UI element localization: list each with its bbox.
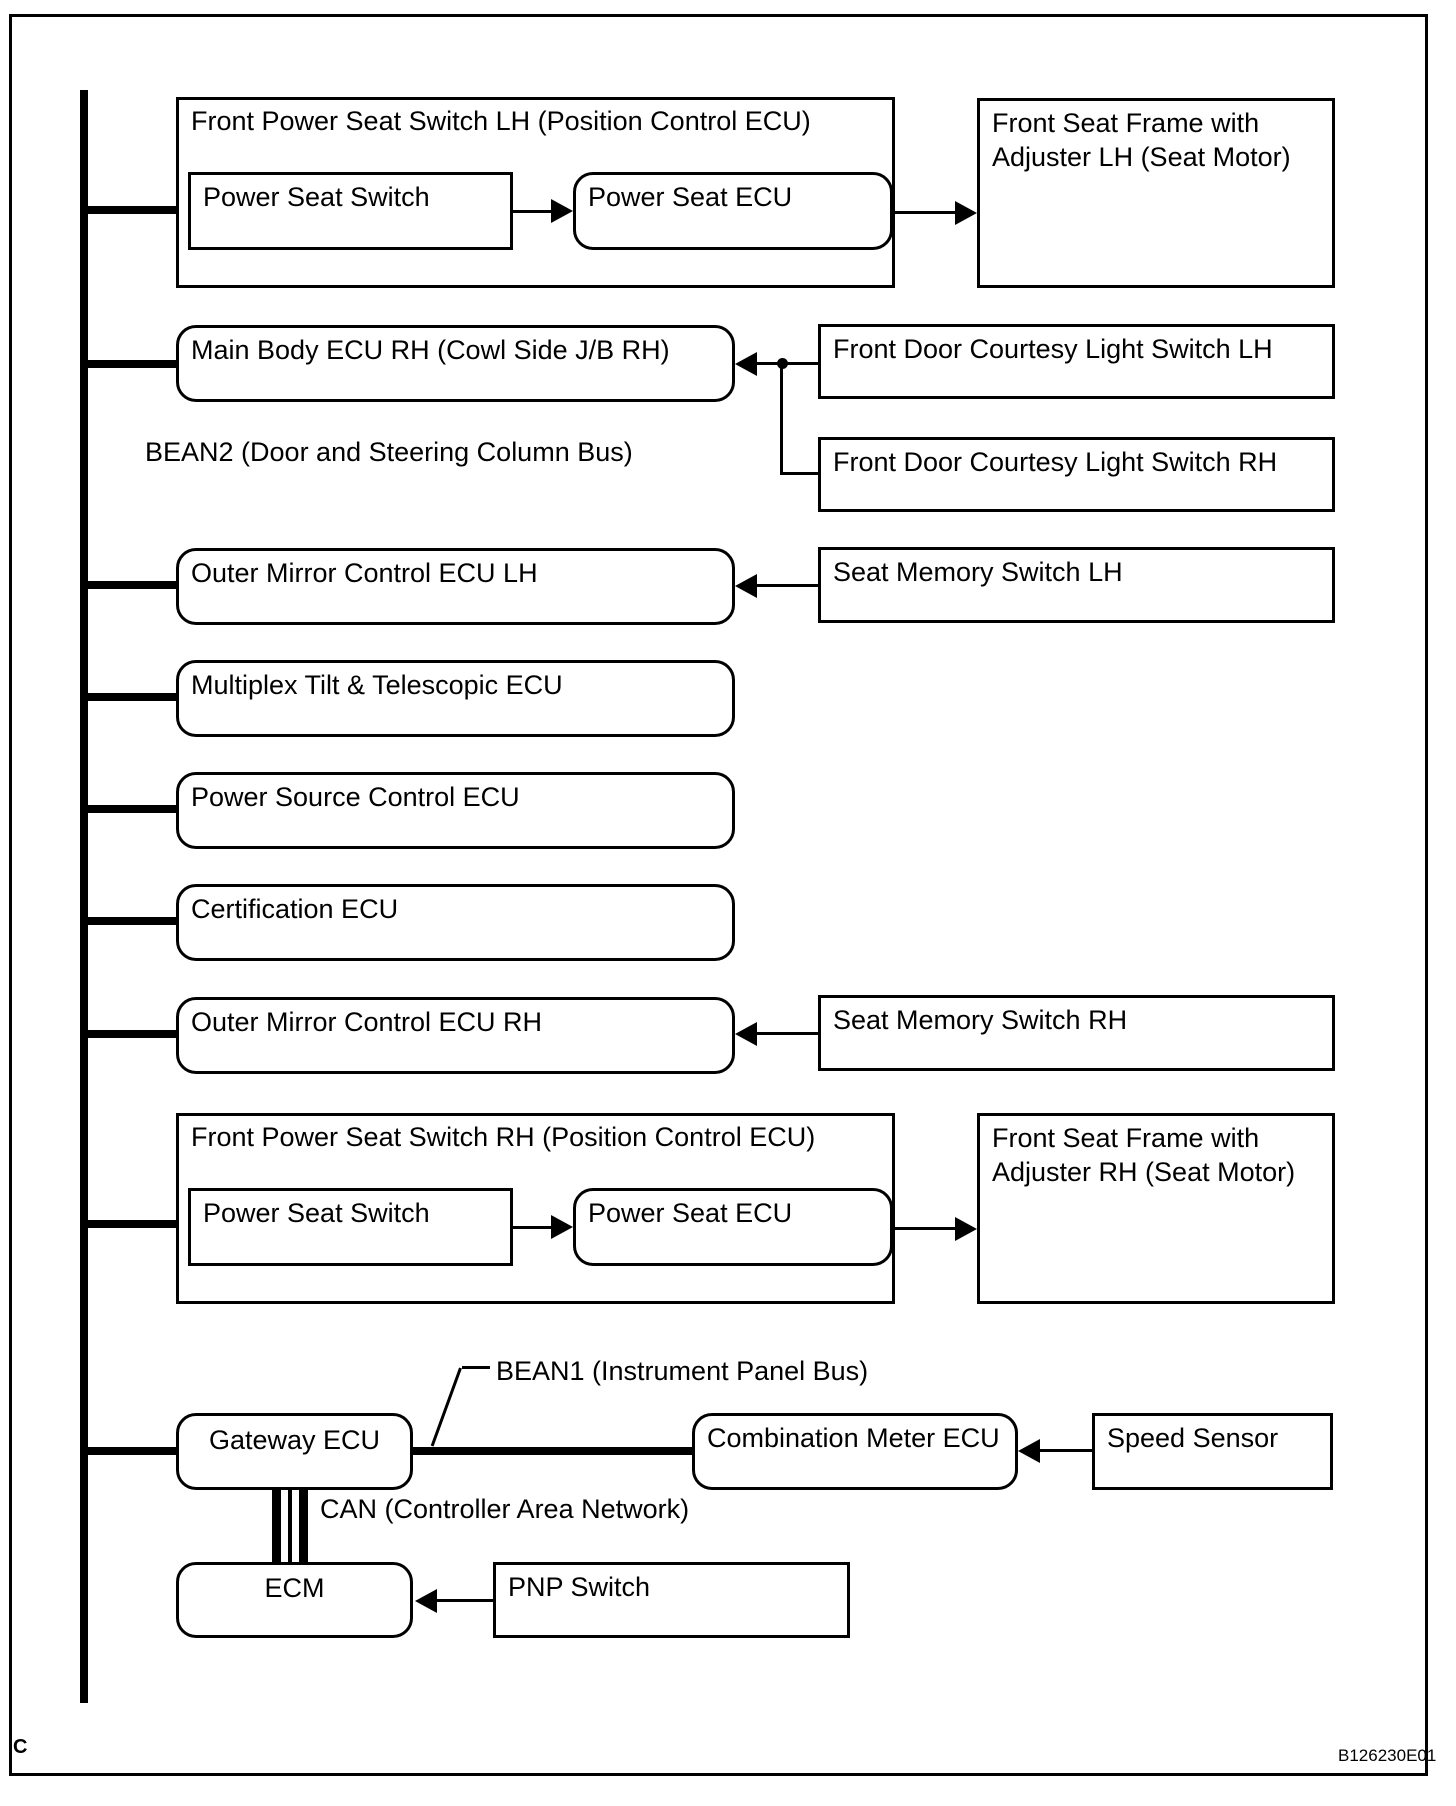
bus-stub-gateway	[84, 1447, 176, 1455]
box-gateway-ecu: Gateway ECU	[176, 1413, 413, 1490]
arrow-line-lh-to-seat-frame	[895, 211, 957, 214]
box-power-seat-switch-lh: Power Seat Switch	[188, 172, 513, 250]
box-front-seat-frame-lh: Front Seat Frame with Adjuster LH (Seat …	[977, 98, 1335, 288]
arrow-line-memory-lh-to-mirror	[757, 584, 818, 587]
bus-main-vertical	[80, 90, 88, 1703]
label-front-seat-frame-lh-line2: Adjuster LH (Seat Motor)	[992, 141, 1291, 172]
bus-stub-multiplex	[84, 693, 176, 701]
label-certification-ecu: Certification ECU	[191, 894, 399, 924]
label-front-seat-frame-rh-line2: Adjuster RH (Seat Motor)	[992, 1156, 1296, 1187]
arrowhead-memory-rh-to-mirror	[735, 1022, 757, 1046]
box-outer-mirror-control-ecu-lh: Outer Mirror Control ECU LH	[176, 548, 735, 625]
connector-vertical-courtesy-rh	[780, 364, 783, 475]
box-seat-memory-switch-lh: Seat Memory Switch LH	[818, 547, 1335, 623]
box-power-seat-ecu-rh: Power Seat ECU	[573, 1188, 893, 1266]
bus-stub-power-source	[84, 805, 176, 813]
arrow-line-pnp-to-ecm	[437, 1599, 493, 1602]
label-front-seat-frame-rh-line1: Front Seat Frame with	[992, 1123, 1260, 1153]
label-main-body-ecu-rh: Main Body ECU RH (Cowl Side J/B RH)	[191, 335, 670, 365]
bus-stub-main-body	[84, 360, 176, 368]
box-certification-ecu: Certification ECU	[176, 884, 735, 961]
box-speed-sensor: Speed Sensor	[1092, 1413, 1333, 1490]
arrowhead-rh-switch-to-ecu	[551, 1215, 573, 1239]
arrow-line-speed-sensor-to-meter	[1040, 1449, 1092, 1452]
arrowhead-memory-lh-to-mirror	[735, 574, 757, 598]
box-front-door-courtesy-light-switch-rh: Front Door Courtesy Light Switch RH	[818, 437, 1335, 512]
label-pnp-switch: PNP Switch	[508, 1572, 651, 1602]
label-power-seat-switch-rh: Power Seat Switch	[203, 1198, 430, 1228]
box-main-body-ecu-rh: Main Body ECU RH (Cowl Side J/B RH)	[176, 325, 735, 402]
bus-bean1-horizontal	[413, 1447, 692, 1455]
label-outer-mirror-ecu-rh: Outer Mirror Control ECU RH	[191, 1007, 543, 1037]
arrowhead-pnp-to-ecm	[415, 1589, 437, 1613]
bus-stub-rh-seat	[84, 1220, 176, 1228]
label-seat-memory-switch-lh: Seat Memory Switch LH	[833, 557, 1123, 587]
box-multiplex-tilt-telescopic-ecu: Multiplex Tilt & Telescopic ECU	[176, 660, 735, 737]
label-speed-sensor: Speed Sensor	[1107, 1423, 1279, 1453]
label-multiplex-tilt-telescopic-ecu: Multiplex Tilt & Telescopic ECU	[191, 670, 563, 700]
arrow-line-lh-switch-to-ecu	[513, 210, 555, 213]
connector-horizontal-courtesy-rh	[780, 472, 818, 475]
page-border	[9, 14, 1428, 1776]
arrowhead-rh-to-seat-frame	[955, 1217, 977, 1241]
arrowhead-courtesy-to-main-body	[735, 352, 757, 376]
box-front-seat-frame-rh: Front Seat Frame with Adjuster RH (Seat …	[977, 1113, 1335, 1304]
arrow-line-memory-rh-to-mirror	[757, 1032, 818, 1035]
box-front-door-courtesy-light-switch-lh: Front Door Courtesy Light Switch LH	[818, 324, 1335, 399]
junction-dot-courtesy	[777, 358, 788, 369]
label-can-bus: CAN (Controller Area Network)	[320, 1494, 690, 1524]
box-pnp-switch: PNP Switch	[493, 1562, 850, 1638]
label-power-seat-switch-lh: Power Seat Switch	[203, 182, 430, 212]
label-front-power-seat-switch-lh: Front Power Seat Switch LH (Position Con…	[191, 106, 811, 136]
arrowhead-speed-sensor-to-meter	[1018, 1439, 1040, 1463]
bus-stub-mirror-lh	[84, 581, 176, 589]
box-outer-mirror-control-ecu-rh: Outer Mirror Control ECU RH	[176, 997, 735, 1074]
bus-can-line-1	[272, 1490, 281, 1562]
label-front-seat-frame-lh-line1: Front Seat Frame with	[992, 108, 1260, 138]
box-power-seat-switch-rh: Power Seat Switch	[188, 1188, 513, 1266]
label-courtesy-light-switch-rh: Front Door Courtesy Light Switch RH	[833, 447, 1278, 477]
label-combination-meter-ecu: Combination Meter ECU	[707, 1423, 1000, 1453]
label-power-seat-ecu-lh: Power Seat ECU	[588, 182, 793, 212]
label-power-source-control-ecu: Power Source Control ECU	[191, 782, 520, 812]
label-power-seat-ecu-rh: Power Seat ECU	[588, 1198, 793, 1228]
arrowhead-lh-switch-to-ecu	[551, 199, 573, 223]
bus-stub-certification	[84, 917, 176, 925]
figure-code: B126230E01	[1338, 1746, 1437, 1765]
label-bean1-bus: BEAN1 (Instrument Panel Bus)	[496, 1356, 869, 1386]
label-courtesy-light-switch-lh: Front Door Courtesy Light Switch LH	[833, 334, 1273, 364]
label-outer-mirror-ecu-lh: Outer Mirror Control ECU LH	[191, 558, 538, 588]
label-gateway-ecu: Gateway ECU	[208, 1425, 381, 1455]
bus-stub-lh-seat	[84, 206, 176, 214]
box-seat-memory-switch-rh: Seat Memory Switch RH	[818, 995, 1335, 1071]
arrow-line-rh-to-seat-frame	[895, 1227, 957, 1230]
label-bean2-bus: BEAN2 (Door and Steering Column Bus)	[145, 437, 633, 467]
bus-can-line-2	[288, 1490, 292, 1562]
bus-stub-mirror-rh	[84, 1030, 176, 1038]
label-seat-memory-switch-rh: Seat Memory Switch RH	[833, 1005, 1128, 1035]
corner-label: C	[13, 1736, 28, 1758]
box-power-source-control-ecu: Power Source Control ECU	[176, 772, 735, 849]
bean1-pointer-dash	[462, 1366, 490, 1369]
box-power-seat-ecu-lh: Power Seat ECU	[573, 172, 893, 250]
box-combination-meter-ecu: Combination Meter ECU	[692, 1413, 1018, 1490]
bus-can-line-3	[299, 1490, 308, 1562]
label-ecm: ECM	[264, 1573, 325, 1603]
arrowhead-lh-to-seat-frame	[955, 201, 977, 225]
label-front-power-seat-switch-rh: Front Power Seat Switch RH (Position Con…	[191, 1122, 816, 1152]
box-ecm: ECM	[176, 1562, 413, 1638]
arrow-line-rh-switch-to-ecu	[513, 1226, 555, 1229]
